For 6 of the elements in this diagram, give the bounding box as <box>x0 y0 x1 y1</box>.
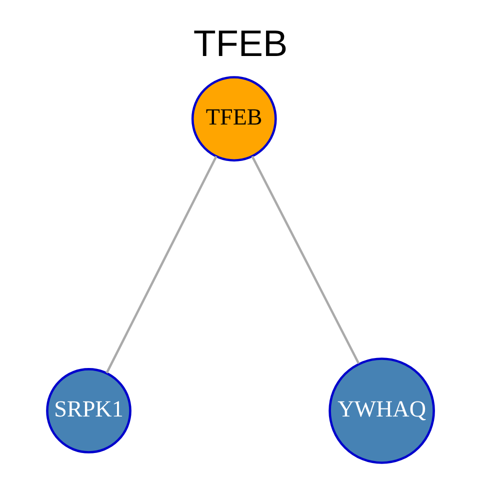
connector <box>105 156 217 374</box>
node-circle: SRPK1 <box>46 368 131 454</box>
connector <box>250 156 360 364</box>
node-circle: YWHAQ <box>328 358 434 464</box>
diagram-title: TFEB <box>192 23 288 64</box>
node-circle: TFEB <box>190 76 276 162</box>
